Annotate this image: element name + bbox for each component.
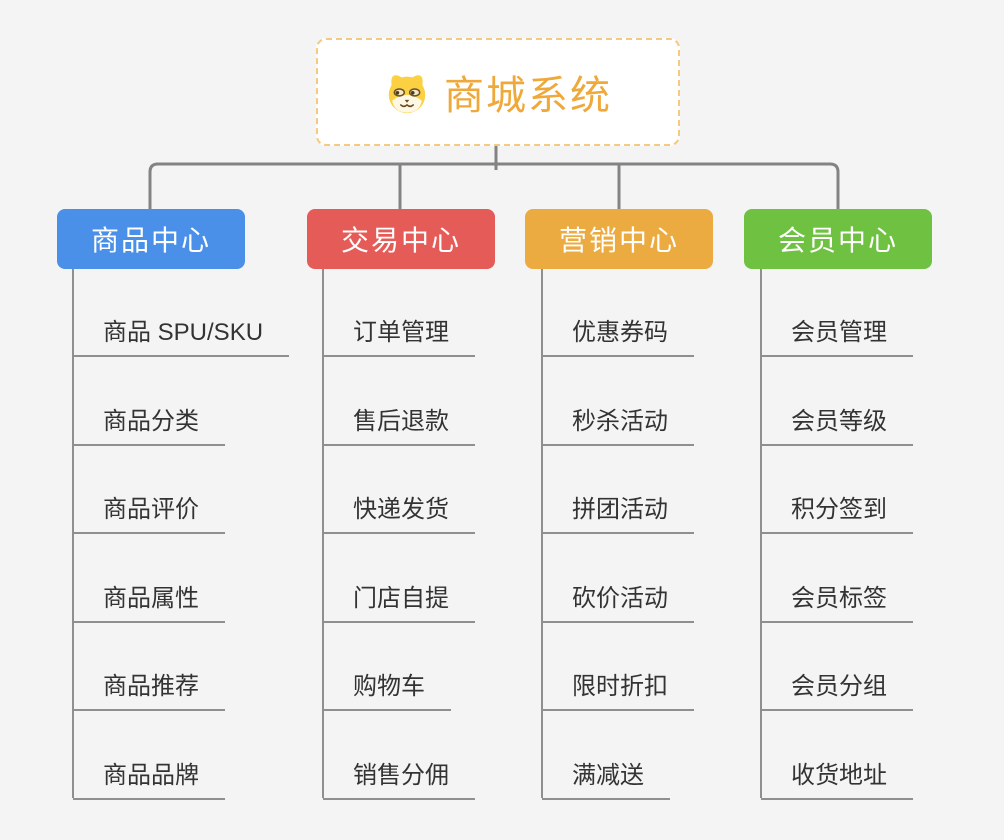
leaf-node[interactable]: 秒杀活动 (542, 408, 694, 446)
branch-label: 交易中心 (340, 225, 461, 256)
branch-label: 商品中心 (90, 225, 211, 256)
root-branch-connector (148, 142, 840, 209)
branch-node-marketing-center[interactable]: 营销中心 (525, 209, 713, 269)
branch-node-member-center[interactable]: 会员中心 (744, 209, 932, 269)
leaf-node[interactable]: 商品品牌 (73, 762, 225, 800)
leaf-node[interactable]: 砍价活动 (542, 585, 694, 623)
branch-label: 会员中心 (777, 225, 898, 256)
leaf-node[interactable]: 满减送 (542, 762, 670, 800)
leaf-node[interactable]: 商品评价 (73, 496, 225, 534)
leaf-node[interactable]: 快递发货 (323, 496, 475, 534)
leaf-node[interactable]: 购物车 (323, 673, 451, 711)
root-node-mall-system[interactable]: 商城系统 (316, 38, 680, 146)
root-label: 商城系统 (444, 74, 612, 118)
dog-face-icon (388, 75, 426, 114)
leaf-node[interactable]: 商品 SPU/SKU (73, 319, 290, 357)
leaf-node[interactable]: 收货地址 (761, 762, 913, 800)
leaf-node[interactable]: 商品推荐 (73, 673, 225, 711)
leaf-node[interactable]: 商品属性 (73, 585, 225, 623)
leaf-node[interactable]: 门店自提 (323, 585, 475, 623)
leaf-node[interactable]: 售后退款 (323, 408, 475, 446)
leaf-node[interactable]: 销售分佣 (323, 762, 475, 800)
branch-label: 营销中心 (558, 225, 679, 256)
leaf-node[interactable]: 限时折扣 (542, 673, 694, 711)
leaf-node[interactable]: 会员等级 (761, 408, 913, 446)
leaf-node[interactable]: 会员管理 (761, 319, 913, 357)
leaf-node[interactable]: 积分签到 (761, 496, 913, 534)
branch-node-product-center[interactable]: 商品中心 (57, 209, 245, 269)
leaf-node[interactable]: 会员分组 (761, 673, 913, 711)
leaf-node[interactable]: 订单管理 (323, 319, 475, 357)
leaf-node[interactable]: 商品分类 (73, 408, 225, 446)
leaf-node[interactable]: 会员标签 (761, 585, 913, 623)
leaf-node[interactable]: 拼团活动 (542, 496, 694, 534)
leaf-node[interactable]: 优惠券码 (542, 319, 694, 357)
branch-node-trade-center[interactable]: 交易中心 (307, 209, 495, 269)
